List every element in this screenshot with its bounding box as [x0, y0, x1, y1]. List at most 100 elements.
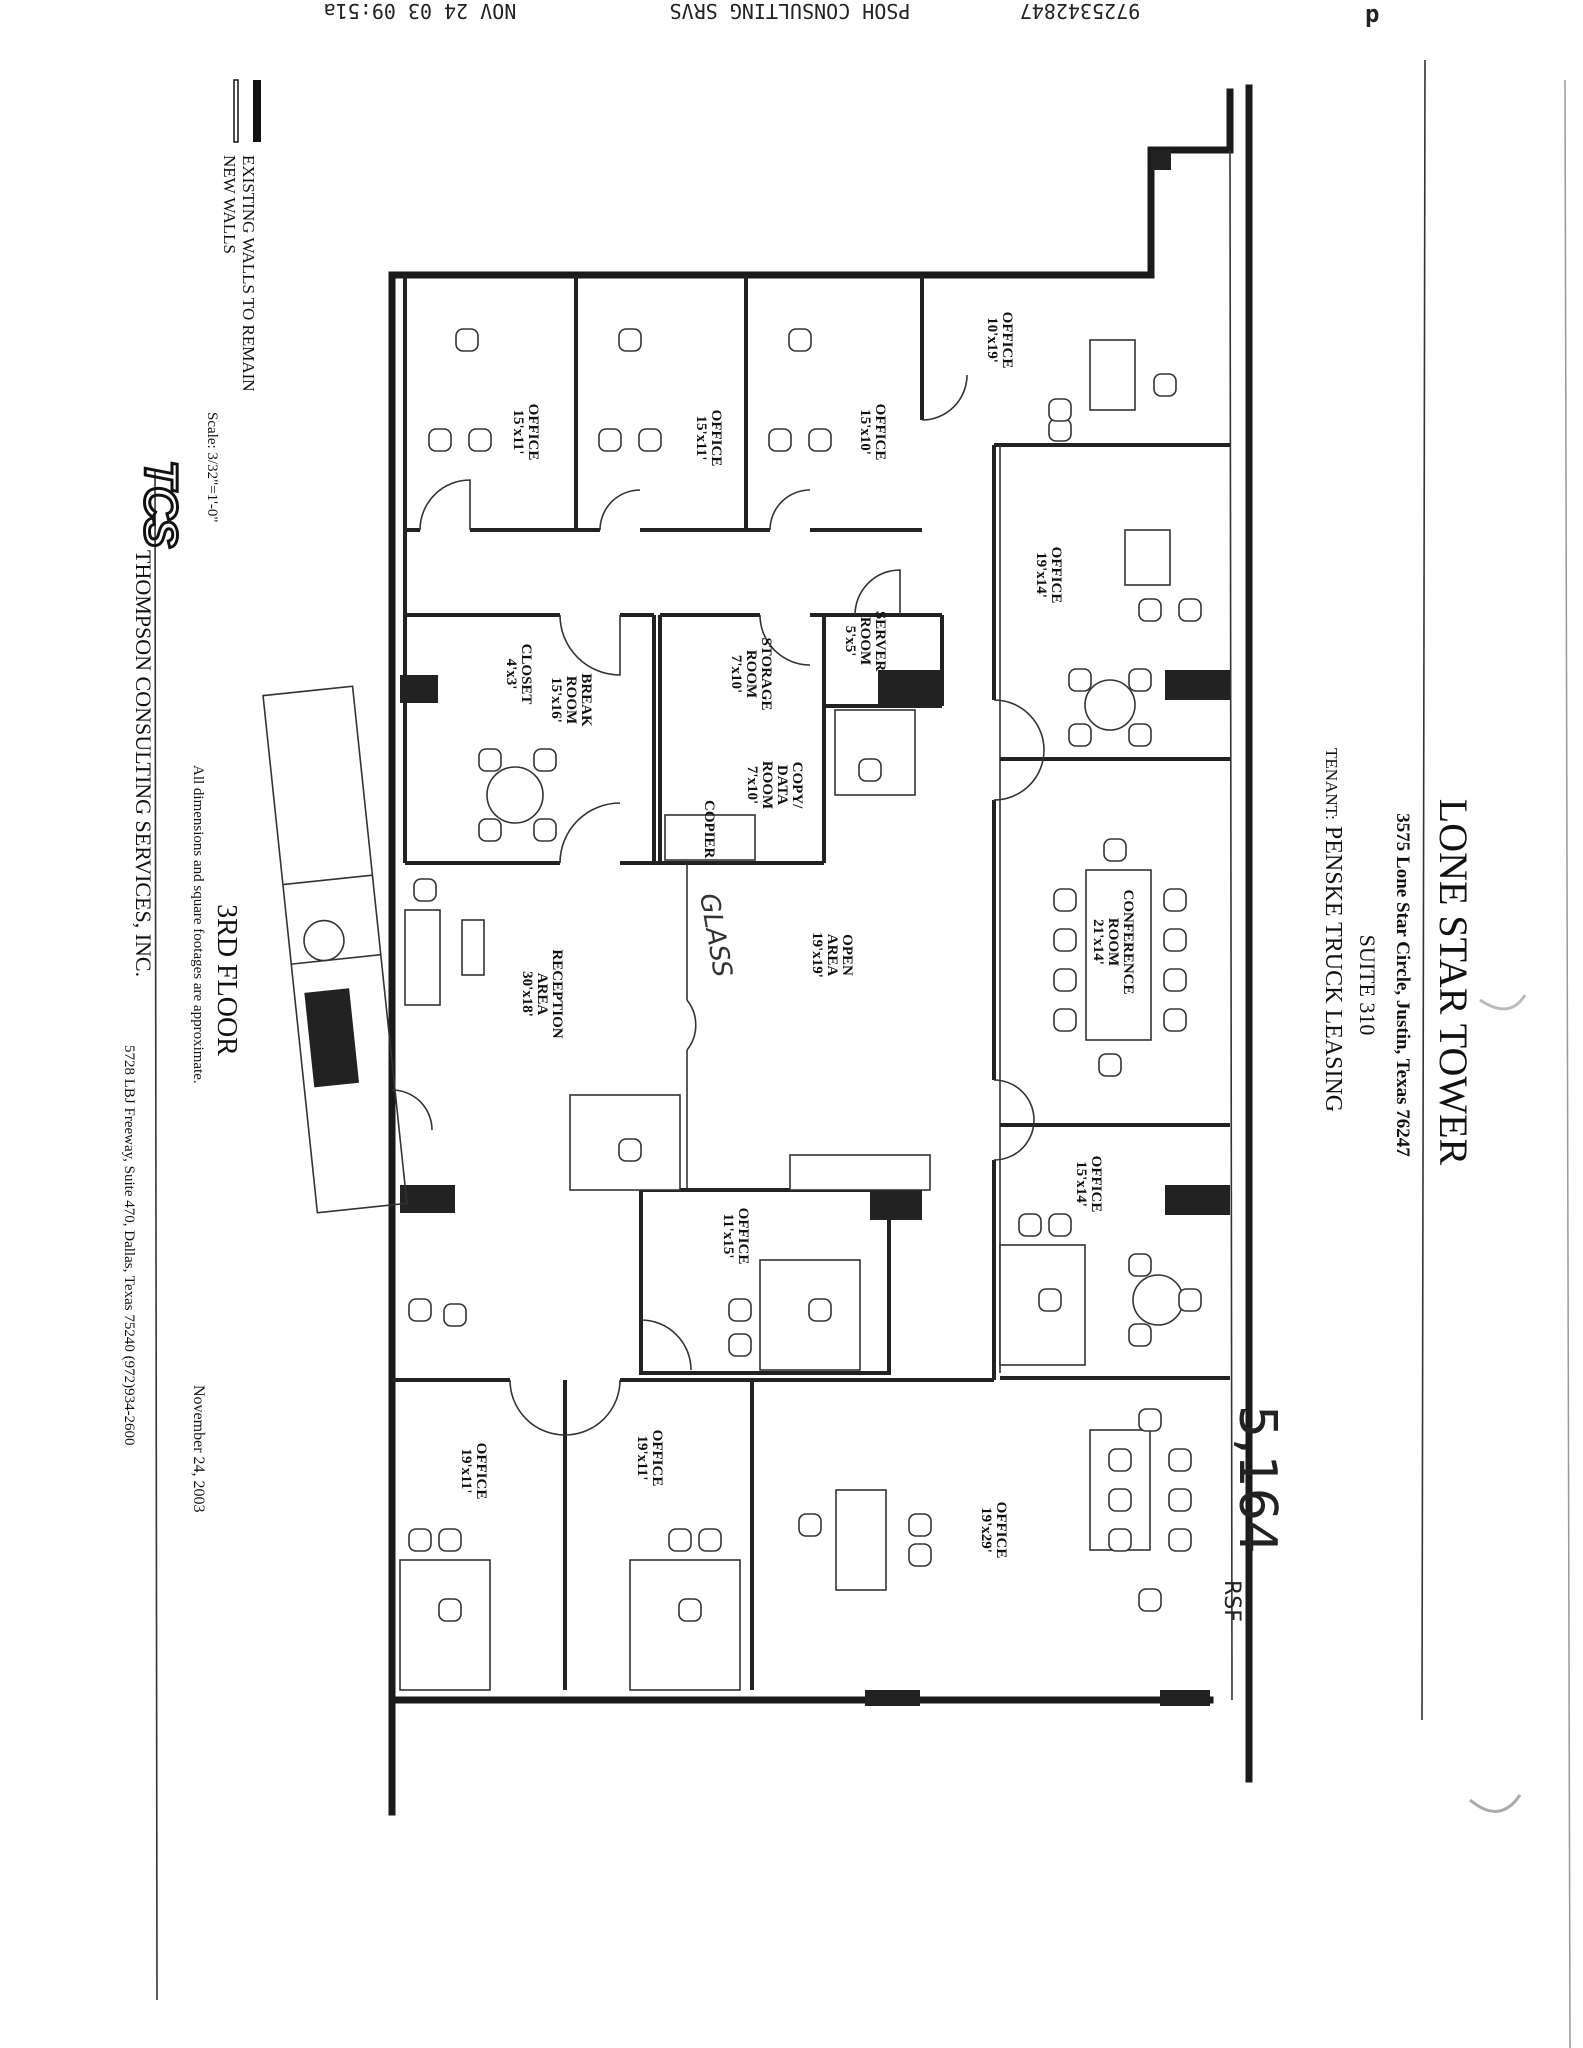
chair [1163, 928, 1187, 952]
room-label: STORAGEROOM7'x10' [728, 637, 774, 710]
chair [428, 428, 452, 452]
room-label: OPENAREA19'x19' [809, 932, 855, 978]
legend: EXISTING WALLS TO REMAIN NEW WALLS Scale… [204, 79, 261, 522]
chair [1108, 1528, 1132, 1552]
copier-label: COPIER [701, 800, 717, 859]
room-dimensions: 4'x3' [503, 659, 519, 690]
chair [698, 1528, 722, 1552]
interior-walls [392, 150, 1230, 1706]
room-dimensions: 19'x11' [634, 1435, 650, 1480]
title-block: LONE STAR TOWER 3575 Lone Star Circle, J… [1320, 59, 1476, 1721]
chair [1178, 1288, 1202, 1312]
room-label: OFFICE19'x29' [978, 1502, 1009, 1559]
chair [438, 1598, 462, 1622]
chair [678, 1598, 702, 1622]
conference-table [1085, 869, 1152, 1041]
furniture [399, 328, 1202, 1691]
chair [533, 818, 557, 842]
building-name: LONE STAR TOWER [1431, 799, 1476, 1166]
room-dimensions: 15'x11' [510, 409, 526, 454]
chair [1108, 1448, 1132, 1472]
room-name: ROOM [857, 617, 873, 665]
room-label: OFFICE10'x19' [984, 312, 1015, 369]
footer-block: TCS THOMPSON CONSULTING SERVICES, INC. 3… [121, 459, 242, 2001]
chair [1053, 888, 1077, 912]
file-cabinets [789, 1154, 931, 1191]
page-edge [1564, 79, 1571, 2048]
room-dimensions: 10'x19' [984, 317, 1000, 363]
chair [1163, 968, 1187, 992]
room-label: COPY/DATAROOM7'x10' [744, 761, 805, 809]
chair [728, 1298, 752, 1322]
chair [1168, 1488, 1192, 1512]
chair [798, 1513, 822, 1537]
room-name: DATA [774, 765, 790, 805]
chair [1138, 1408, 1162, 1432]
room-dimensions: 11'x15' [720, 1213, 736, 1258]
suite-highlight [304, 988, 360, 1088]
room-name: BREAK [578, 673, 594, 727]
room-name: OFFICE [999, 312, 1015, 369]
existing-wall-swatch [253, 80, 261, 142]
chair [1108, 1488, 1132, 1512]
fax-datetime: NOV 24 03 09:51a [324, 0, 517, 23]
new-wall-swatch [233, 79, 239, 143]
room-label: OFFICE15'x14' [1073, 1156, 1104, 1213]
room-name: STORAGE [758, 637, 774, 710]
room-dimensions: 7'x10' [728, 655, 744, 693]
room-name: ROOM [563, 676, 579, 724]
room-label: OFFICE19'x11' [634, 1430, 665, 1487]
chair [408, 1528, 432, 1552]
chair [478, 748, 502, 772]
company-address: 5728 LBJ Freeway, Suite 470, Dallas, Tex… [121, 1045, 137, 1446]
door-swings [391, 374, 1045, 1436]
chair [1128, 1323, 1152, 1347]
chair [413, 878, 437, 902]
room-name: ROOM [759, 761, 775, 809]
room-label: BREAKROOM15'x16' [548, 673, 594, 727]
fax-header: NOV 24 03 09:51a PSOH CONSULTING SRVS 97… [324, 0, 1380, 28]
room-dimensions: 15'x16' [548, 677, 564, 723]
round-table [1132, 1274, 1184, 1326]
room-name: OFFICE [649, 1430, 665, 1487]
chair [478, 818, 502, 842]
room-label: SERVERROOM5'x5' [842, 611, 888, 671]
tenant-label: TENANT: [1322, 748, 1341, 820]
desk [835, 1489, 887, 1591]
room-dimensions: 15'x14' [1073, 1161, 1089, 1207]
chair [455, 328, 479, 352]
chair [1068, 668, 1092, 692]
room-name: OFFICE [735, 1208, 751, 1265]
room-name: CONFERENCE [1120, 889, 1136, 994]
chair [1048, 418, 1072, 442]
chair [1068, 723, 1092, 747]
room-name: OFFICE [1088, 1156, 1104, 1213]
room-dimensions: 7'x10' [744, 766, 760, 804]
floor-plan: OFFICE10'x19'OFFICE15'x10'OFFICE15'x11'O… [388, 84, 1287, 1816]
room-dimensions: 5'x5' [842, 626, 858, 657]
glass-handwritten-note: GLASS [693, 891, 737, 979]
window-line [1229, 149, 1233, 1701]
room-name: OFFICE [993, 1502, 1009, 1559]
room-label: OFFICE19'x14' [1033, 547, 1064, 604]
chair [788, 328, 812, 352]
chair [908, 1543, 932, 1567]
room-label: OFFICE15'x11' [510, 404, 541, 461]
chair [1048, 398, 1072, 422]
room-name: OFFICE [525, 404, 541, 461]
chair [1153, 373, 1177, 397]
room-dimensions: 19'x11' [458, 1448, 474, 1493]
chair [1053, 968, 1077, 992]
room-dimensions: 15'x11' [693, 415, 709, 460]
chair [1168, 1528, 1192, 1552]
chair [1163, 888, 1187, 912]
room-name: ROOM [743, 650, 759, 698]
chair [1053, 1008, 1077, 1032]
fax-sender: PSOH CONSULTING SRVS [670, 0, 911, 23]
room-dimensions: 30'x18' [519, 971, 535, 1017]
chair [808, 1298, 832, 1322]
company-name: THOMPSON CONSULTING SERVICES, INC. [131, 550, 156, 977]
copier [664, 814, 756, 861]
room-dimensions: 15'x10' [857, 409, 873, 455]
drawing-scale: Scale: 3/32"=1'-0" [204, 412, 220, 522]
